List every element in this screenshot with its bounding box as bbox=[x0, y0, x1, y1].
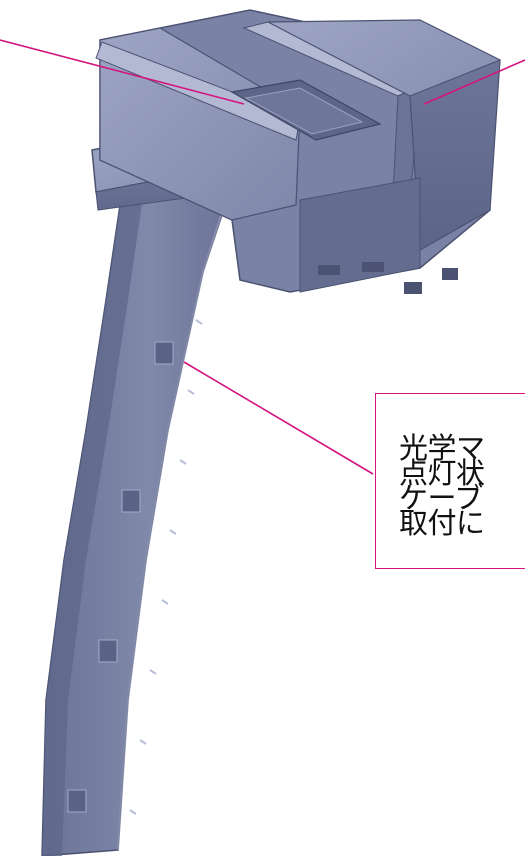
arm-tab bbox=[98, 639, 118, 663]
callout-line: 点灯状 bbox=[399, 456, 485, 490]
arm-tab bbox=[67, 789, 87, 813]
callout-line: 光学マ bbox=[399, 431, 485, 465]
front-slot bbox=[318, 265, 340, 275]
callout-line: 取付に bbox=[399, 506, 485, 540]
front-slot bbox=[362, 262, 384, 272]
leader-line-arm bbox=[183, 361, 374, 475]
leader-line-right bbox=[423, 59, 525, 105]
arm-tab bbox=[154, 341, 174, 365]
leader-lines bbox=[0, 39, 525, 475]
arm-tab bbox=[121, 489, 141, 513]
front-slot bbox=[442, 268, 458, 280]
leader-line-left bbox=[0, 39, 245, 105]
front-slot bbox=[404, 282, 422, 294]
callout-text: 光学マ 点灯状 ケーブ 取付に bbox=[399, 431, 485, 540]
main-body bbox=[95, 9, 501, 294]
callout-line: ケーブ bbox=[399, 481, 483, 515]
callout-box: 光学マ 点灯状 ケーブ 取付に bbox=[375, 393, 525, 569]
arm bbox=[41, 172, 238, 856]
